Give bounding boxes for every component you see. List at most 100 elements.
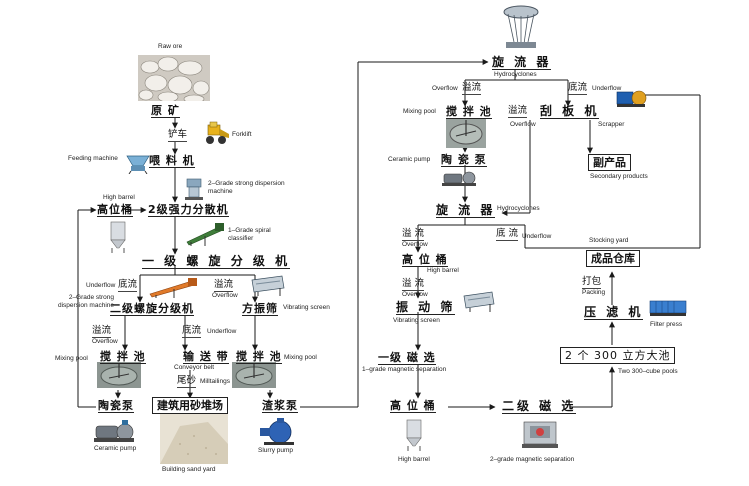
overflow-cn-hc: 溢流 [462,82,482,95]
feeding-machine-photo [126,155,150,174]
mixing-pool-2-en: Mixing pool [403,108,436,115]
building-sand-en: Building sand yard [162,466,216,473]
hydrocyclone-2-label: 旋 流 器 [436,203,496,218]
spiral-classifier-2-photo [149,278,197,298]
high-barrel-3-en: High barrel [398,456,430,463]
filter-press-en: Filter press [650,321,683,328]
dispersion-en: 2–Grade strong dispersion machine [208,180,285,195]
vibrating-screen-en: Vibrating screen [283,304,330,311]
hydrocyclone-photo [503,5,539,48]
underflow-en-hc: Underflow [592,85,622,92]
mixing-pool-right-en: Mixing pool [284,354,317,361]
slurry-pump-en: Slurry pump [258,447,294,454]
forklift-label: 铲车 [168,129,188,142]
underflow-cn-hc: 底流 [568,82,588,95]
tailings-en: Milltailings [200,378,230,385]
overflow-en-1: Overflow [212,292,238,299]
ceramic-pump-2-en: Ceramic pump [388,156,431,163]
dispersion-machine-photo [185,178,203,200]
scrapper-en: Scrapper [598,121,625,128]
high-barrel-3-label: 高 位 桶 [390,399,436,413]
mixing-pool-2-label: 搅 拌 池 [446,105,492,119]
conveyor-label: 输 送 带 [183,350,229,364]
secondary-en: Secondary products [590,173,648,180]
ceramic-pump-en: Ceramic pump [94,445,137,452]
forklift-photo [206,121,229,144]
ceramic-pump-2-label: 陶 瓷 泵 [441,153,487,167]
secondary-label: 副产品 [588,154,631,171]
mixing-pool-right-photo [232,362,276,388]
overflow-cn-1: 溢流 [214,279,234,292]
raw-ore-en: Raw ore [158,43,183,50]
dispersion-label: 2级强力分散机 [148,203,229,217]
vibrating-screen-label: 方振筛 [242,302,278,316]
stocking-yard-label: 成品仓库 [586,250,640,267]
mag-separator-photo [522,421,558,448]
slurry-pump-photo [260,418,294,445]
tailings-cn: 尾砂 [177,375,197,388]
mag-sep-2-label: 二级 磁 选 [502,399,577,414]
mag-sep-1-en: 1–grade magnetic separation [362,366,447,373]
hydrocyclone-en: Hydrocyclones [494,71,537,78]
underflow-cn-1: 底流 [118,279,138,292]
high-barrel-en: High barrel [103,194,135,201]
underflow-cn-hc2: 底 流 [496,228,519,241]
overflow-cn-2: 溢流 [92,325,112,338]
slurry-pump-label: 渣浆泵 [262,399,298,413]
ceramic-pump-2-photo [442,171,476,186]
filter-press-photo [649,300,687,316]
feeding-machine-en: Feeding machine [68,155,118,162]
mixing-pool-right-label: 搅 拌 池 [236,350,282,364]
building-sand-photo [160,414,228,464]
overflow-en-hc: Overflow [432,85,458,92]
vibrating-screen-2-label: 振 动 筛 [396,300,456,315]
overflow-cn-scrap: 溢流 [508,105,528,118]
overflow-en-hb2: Overflow [402,291,428,298]
spiral-classifier-label: 一 级 螺 旋 分 级 机 [142,254,291,269]
scrapper-label: 刮 板 机 [540,104,600,119]
forklift-en: Forklift [232,131,252,138]
underflow-cn-2: 底流 [182,325,202,338]
mixing-pool-left-en: Mixing pool [55,355,88,362]
high-barrel-label: 高位桶 [97,203,133,217]
mixing-pool-left-label: 搅 拌 池 [100,350,146,364]
packing-en: Packing [582,289,606,296]
mag-sep-2-en: 2–grade magnetic separation [490,456,575,463]
overflow-en-hc2: Overflow [402,241,428,248]
overflow-cn-hb2: 溢 流 [402,278,425,291]
high-barrel-3-photo [406,419,422,451]
overflow-en-2: Overflow [92,338,118,345]
mixing-pool-2-photo [446,118,486,148]
overflow-cn-hc2: 溢 流 [402,228,425,241]
feeding-machine-label: 喂 料 机 [149,154,195,168]
vibrating-screen-2-en: Vibrating screen [393,317,440,324]
spiral-classifier-photo [186,223,224,246]
packing-label: 打包 [582,276,602,289]
spiral-classifier-2-label: 二级螺旋分级机 [110,302,194,316]
vibrating-screen-photo [251,275,285,296]
overflow-en-scrap: Overflow [510,121,536,128]
high-barrel-2-label: 高 位 桶 [402,253,448,267]
hydrocyclone-2-en: Hydrocyclones [497,205,540,212]
high-barrel-2-en: High barrel [427,267,459,274]
ceramic-pump-label: 陶瓷泵 [98,399,134,413]
underflow-en-hc2: Underflow [522,233,552,240]
ceramic-pump-photo [94,420,134,442]
underflow-en-2: Underflow [207,328,237,335]
spiral-classifier-en: 1–Grade spiral classifier [228,227,271,242]
mag-sep-1-label: 一级 磁 选 [378,351,436,365]
mixing-pool-left-photo [97,362,141,388]
pools-en: Two 300–cube pools [618,368,678,375]
high-barrel-photo [110,221,126,253]
pools-label: 2 个 300 立方大池 [560,347,676,364]
conveyor-en: Conveyor belt [174,364,215,371]
dispersion-2-en: 2–Grade strong dispersion machine [57,294,114,309]
hydrocyclone-label: 旋 流 器 [492,55,552,70]
filter-press-label: 压 滤 机 [584,305,644,320]
vibrating-screen-2-photo [463,291,495,312]
scrapper-photo [616,90,647,107]
stocking-yard-en: Stocking yard [589,237,629,244]
raw-ore-label: 原 矿 [151,104,180,118]
